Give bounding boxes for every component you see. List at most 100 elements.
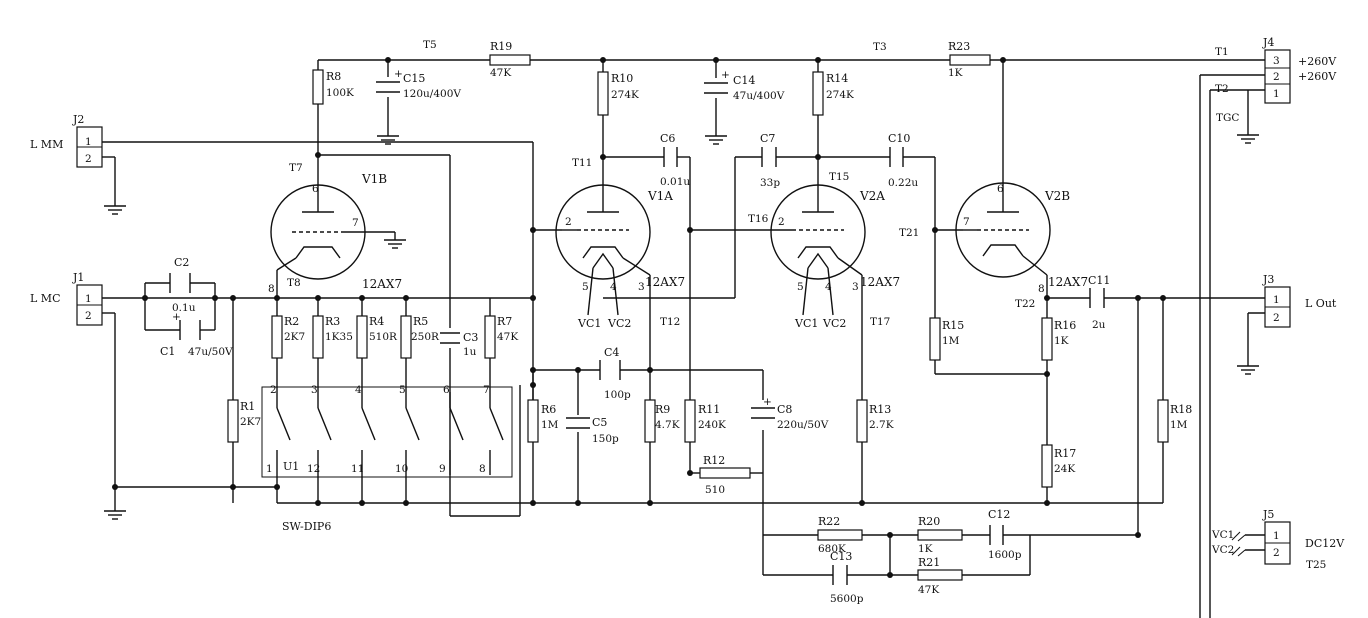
component-label: 2 [1273, 547, 1280, 559]
component-label: C10 [888, 132, 910, 145]
component-label: C12 [988, 508, 1010, 521]
ground-icon [704, 127, 728, 145]
component-label: 10 [395, 463, 408, 475]
capacitor-c6: C60.01u [660, 132, 690, 188]
component-label: T15 [829, 171, 849, 183]
component-label: R4 [369, 315, 384, 328]
test-point-labels: T1 T2 T3 T5 T7 T8 T11 T12 T15 T16 T17 T2… [287, 39, 1326, 571]
ref-label: J5 [1262, 508, 1274, 521]
connector-j4: 3 2 1 J4 +260V +260V [1262, 36, 1337, 104]
component-label: T21 [899, 227, 919, 239]
tube-v2a: 2 5 4 3 V2A 12AX7 VC1 VC2 [770, 184, 900, 330]
component-label: 150p [592, 433, 619, 445]
component-label: 100K [326, 87, 354, 99]
tube-v2b: 6 8 7 V2B 12AX7 [955, 182, 1088, 295]
component-label: 1 [1273, 88, 1280, 100]
component-label: 7 [483, 384, 490, 396]
component-label: 6 [312, 183, 319, 195]
ref-label: V2B [1044, 189, 1070, 203]
component-label: R7 [497, 315, 512, 328]
component-label: 7 [352, 217, 359, 229]
ref-label: J4 [1262, 36, 1274, 49]
component-label: 6 [443, 384, 450, 396]
component-label: R14 [826, 72, 848, 85]
component-label: 2 [1273, 71, 1280, 83]
component-label: R15 [942, 319, 964, 332]
component-label: 47u/50V [188, 346, 233, 358]
component-label: R22 [818, 515, 840, 528]
tube-v1b: 6 8 7 V1B 12AX7 [268, 172, 402, 295]
connector-j1: 1 2 J1 L MC [30, 271, 103, 326]
component-label: C6 [660, 132, 675, 145]
capacitor-c12: C12 1600p [988, 508, 1022, 561]
component-label: 680K [818, 543, 846, 555]
component-label: 1600p [988, 549, 1022, 561]
component-label: R20 [918, 515, 940, 528]
wires [102, 59, 1265, 618]
component-label: C15 [403, 72, 425, 85]
component-label: 1 [85, 293, 92, 305]
component-label: 5 [399, 384, 406, 396]
component-label: 2K7 [284, 331, 305, 343]
component-label: 1M [942, 335, 960, 347]
component-label: 1K [918, 543, 933, 555]
component-label: C7 [760, 132, 775, 145]
component-label: 3 [311, 384, 318, 396]
component-label: C11 [1088, 274, 1110, 287]
component-label: 12 [307, 463, 320, 475]
connector-j3: 1 2 J3 L Out [1262, 273, 1337, 328]
component-label: T8 [287, 277, 301, 289]
component-label: R10 [611, 72, 633, 85]
component-label: +260V [1298, 70, 1337, 83]
component-label: 240K [698, 419, 726, 431]
component-label: R23 [948, 40, 970, 53]
component-label: 24K [1054, 463, 1075, 475]
output-label: L Out [1305, 297, 1337, 310]
tube-v1a: 2 5 4 3 V1A 12AX7 VC1 VC2 [555, 184, 685, 330]
component-label: 5 [797, 281, 804, 293]
component-label: 4 [610, 281, 617, 293]
component-label: C8 [777, 403, 792, 416]
resistor-r9: R94.7K [644, 399, 680, 443]
input-label: L MC [30, 292, 60, 305]
component-label: 1 [1273, 294, 1280, 306]
component-label: 1 [85, 136, 92, 148]
component-label: 4.7K [655, 419, 680, 431]
component-label: 7 [963, 216, 970, 228]
ground-icon [103, 197, 127, 215]
component-label: VC2 [822, 317, 846, 330]
component-label: VC2 [607, 317, 631, 330]
component-label: 5600p [830, 593, 864, 605]
ref-label: J2 [72, 113, 84, 126]
component-label: R13 [869, 403, 891, 416]
component-label: T12 [660, 316, 680, 328]
component-label: 1u [463, 346, 477, 358]
tube-type: 12AX7 [1048, 275, 1088, 289]
component-label: T7 [289, 162, 303, 174]
component-label: 510 [705, 484, 725, 496]
component-label: T11 [572, 157, 592, 169]
part-name: SW-DIP6 [282, 520, 331, 533]
svg-text:+: + [394, 68, 403, 80]
component-label: 2K7 [240, 416, 261, 428]
connector-j2: 1 2 J2 L MM [30, 113, 103, 168]
component-label: R17 [1054, 447, 1076, 460]
ref-label: J1 [72, 271, 84, 284]
component-label: 1K [1054, 335, 1069, 347]
